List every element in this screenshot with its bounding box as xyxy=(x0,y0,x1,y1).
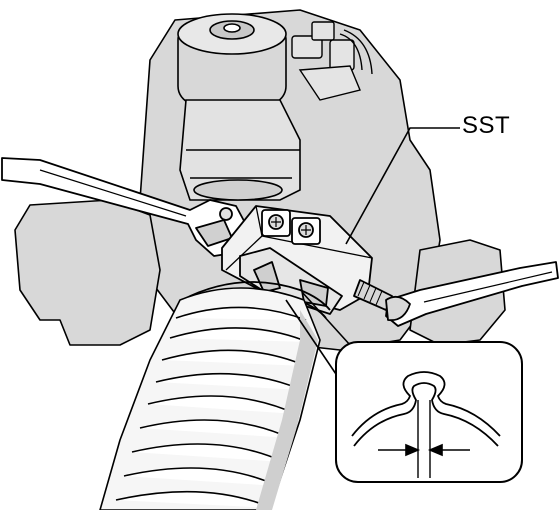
arrow-pair-icon xyxy=(378,445,470,455)
motor-cylinder xyxy=(178,14,286,112)
sst-leader xyxy=(346,128,460,244)
crimp-profile xyxy=(352,372,500,436)
detail-inset xyxy=(336,342,522,482)
sst-label: SST xyxy=(462,112,511,139)
rack-boot xyxy=(100,288,320,510)
column-body xyxy=(180,100,300,200)
connector-cluster xyxy=(292,22,372,100)
wrench-right xyxy=(386,262,558,326)
